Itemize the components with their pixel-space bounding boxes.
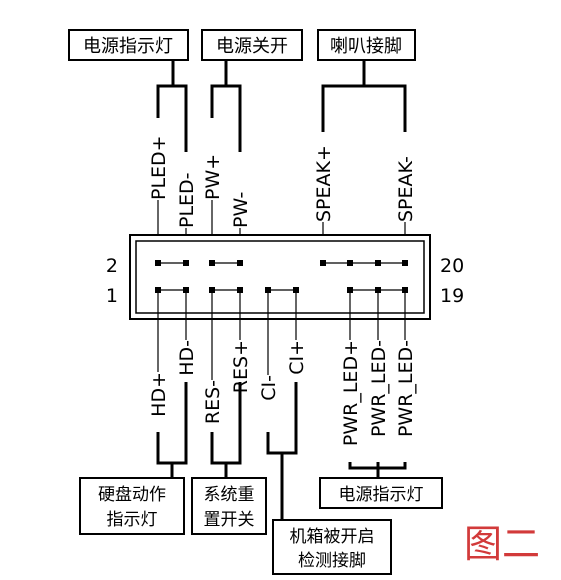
header-connector (129, 234, 431, 320)
pin-label-pled-plus: PLED+ (148, 135, 170, 200)
top-wires (156, 60, 407, 152)
figure-label: 图二 (464, 522, 540, 566)
bottom-box-power-led-label: 电源指示灯 (339, 485, 424, 505)
bottom-box-chassis-intrusion: 机箱被开启 检测接脚 (272, 519, 392, 575)
bottom-box-reset-line1: 系统重 (204, 485, 255, 505)
pin-label-hd-minus: HD- (176, 340, 198, 376)
top-box-speaker-label: 喇叭接脚 (330, 36, 402, 57)
pin-label-pwr-led-plus: PWR_LED+ (340, 340, 362, 446)
bottom-pin-leads (157, 293, 406, 380)
bottom-box-reset: 系统重 置开关 (191, 477, 267, 535)
header-jumpers (158, 262, 405, 291)
pin-number-1: 1 (106, 285, 118, 307)
pin-label-ci-minus: CI- (258, 375, 280, 401)
pin-label-speak-plus: SPEAK+ (313, 145, 335, 222)
pin-label-pwr-led-minus-2: PWR_LED- (395, 340, 417, 437)
top-box-power-led-label: 电源指示灯 (83, 36, 173, 57)
bottom-box-chassis-intrusion-line2: 检测接脚 (298, 551, 366, 571)
pin-label-hd-plus: HD+ (148, 372, 170, 417)
bottom-box-hdd-led-line1: 硬盘动作 (98, 485, 166, 505)
pin-label-res-plus: RES+ (230, 340, 252, 393)
bottom-box-power-led: 电源指示灯 (319, 477, 443, 509)
pin-label-pw-plus: PW+ (202, 154, 224, 200)
bottom-wires (156, 382, 407, 520)
top-box-speaker: 喇叭接脚 (317, 29, 416, 61)
pin-label-pled-minus: PLED- (176, 172, 198, 228)
header-pins (155, 260, 408, 293)
pin-label-ci-plus: CI+ (286, 340, 308, 375)
bottom-box-hdd-led-line2: 指示灯 (107, 510, 158, 530)
pin-label-pwr-led-minus-1: PWR_LED- (368, 340, 390, 437)
bottom-box-reset-line2: 置开关 (204, 510, 255, 530)
top-box-power-switch: 电源关开 (201, 29, 303, 61)
bottom-box-chassis-intrusion-line1: 机箱被开启 (290, 527, 375, 547)
pin-number-2: 2 (106, 255, 118, 277)
pin-number-19: 19 (440, 285, 464, 307)
pin-label-speak-minus: SPEAK- (395, 156, 417, 222)
pin-label-pw-minus: PW- (230, 192, 252, 228)
top-box-power-led: 电源指示灯 (68, 29, 189, 61)
pin-label-res-minus: RES- (202, 380, 224, 424)
top-box-power-switch-label: 电源关开 (216, 36, 288, 57)
bottom-box-hdd-led: 硬盘动作 指示灯 (79, 477, 185, 535)
pin-number-20: 20 (440, 255, 464, 277)
